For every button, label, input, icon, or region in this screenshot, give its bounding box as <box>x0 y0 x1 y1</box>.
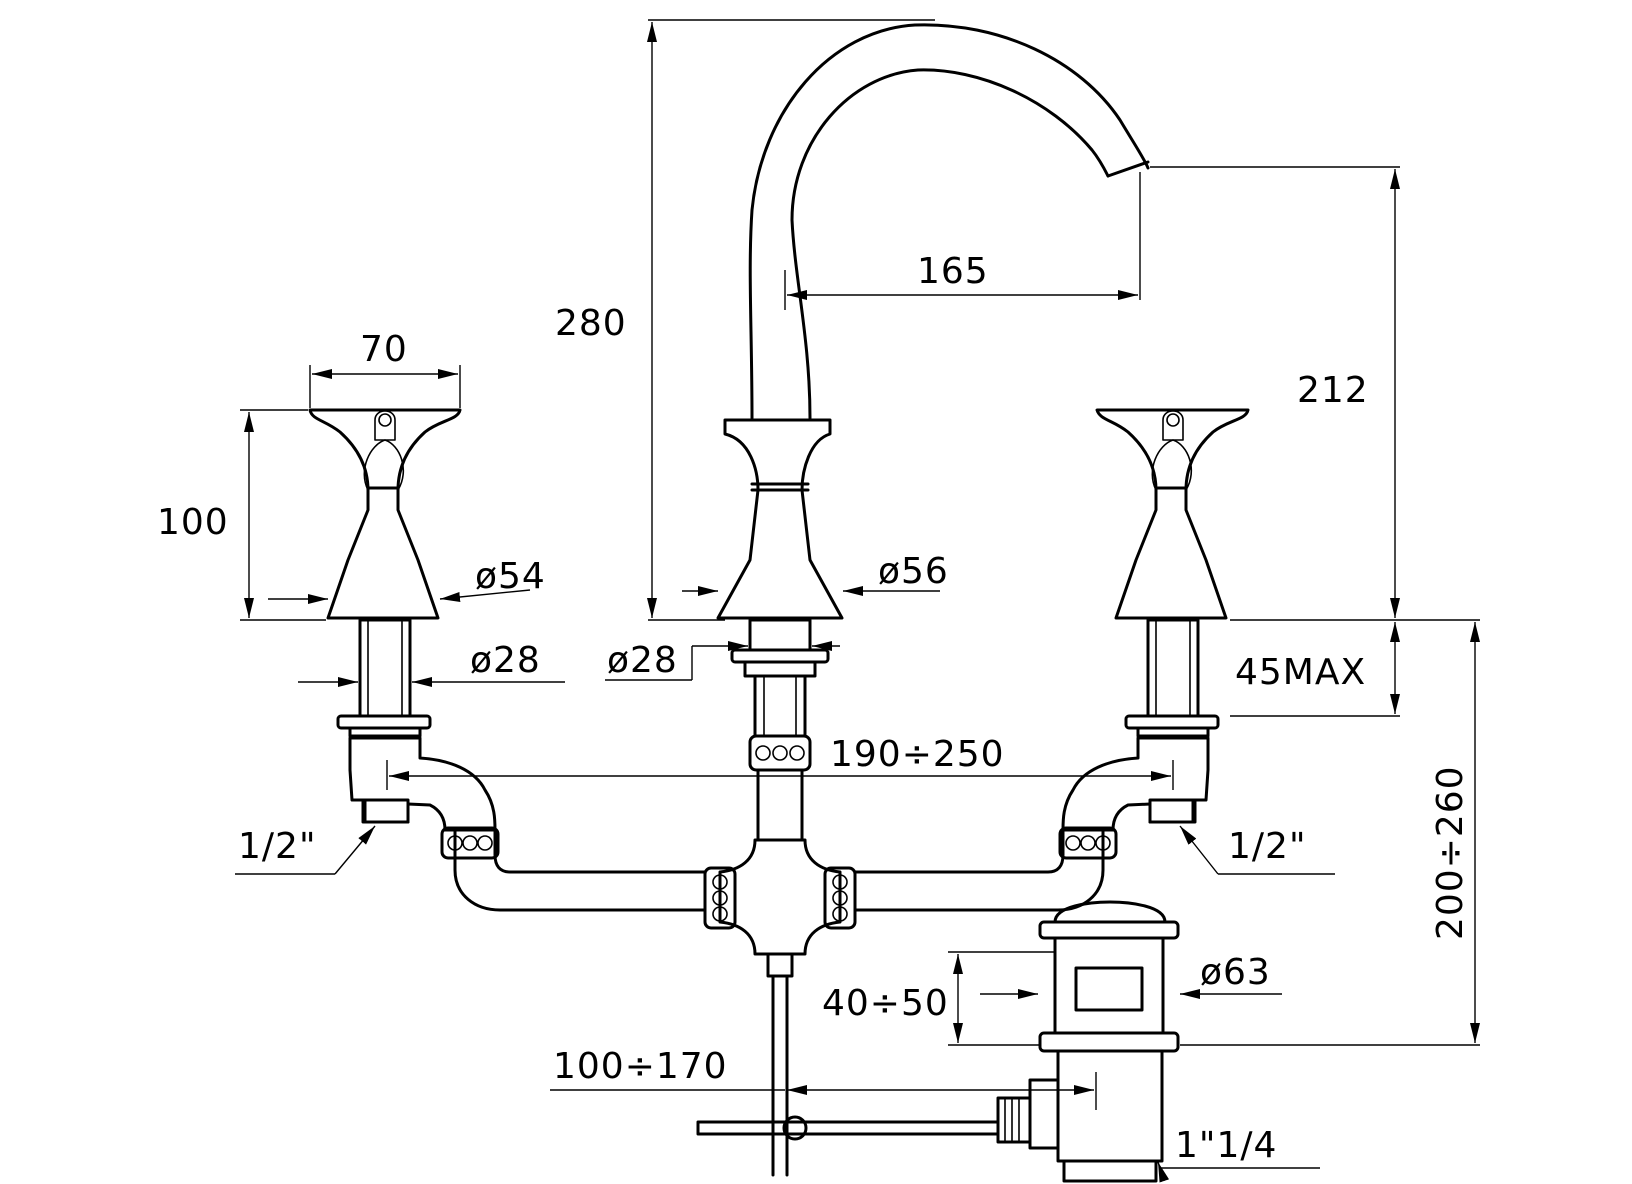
label-inlet-right: 1/2" <box>1228 826 1307 867</box>
label-handle-diameter: ø54 <box>475 556 546 597</box>
label-drain-diameter: ø63 <box>1200 952 1271 993</box>
label-spout-base-diameter: ø56 <box>878 551 949 592</box>
supply-hoses <box>440 826 1118 912</box>
spout <box>716 23 1150 620</box>
label-drain-thread: 1"1/4 <box>1175 1125 1277 1166</box>
label-handle-height: 100 <box>157 502 229 543</box>
label-handle-width: 70 <box>360 329 408 370</box>
label-drain-range: 40÷50 <box>822 983 949 1024</box>
dimension-labels: 280 165 212 70 100 ø54 ø56 ø28 ø28 45MAX… <box>157 251 1471 1166</box>
pop-up-drain <box>996 900 1180 1183</box>
label-center-spread: 190÷250 <box>830 734 1005 775</box>
label-install-depth: 200÷260 <box>1430 765 1471 940</box>
label-handle-shank-diameter: ø28 <box>470 640 541 681</box>
pop-up-rod <box>696 974 1000 1177</box>
label-rod-range: 100÷170 <box>553 1046 728 1087</box>
dimension-lines <box>235 19 1480 1183</box>
label-inlet-left: 1/2" <box>238 826 317 867</box>
label-spout-height: 212 <box>1297 370 1369 411</box>
manifold <box>703 618 857 978</box>
label-height-total: 280 <box>555 303 627 344</box>
label-spout-shank-diameter: ø28 <box>607 640 678 681</box>
label-mount-thickness: 45MAX <box>1235 652 1366 693</box>
label-spout-reach: 165 <box>917 251 989 292</box>
left-cross-handle <box>308 408 497 832</box>
right-cross-handle <box>1061 408 1250 832</box>
